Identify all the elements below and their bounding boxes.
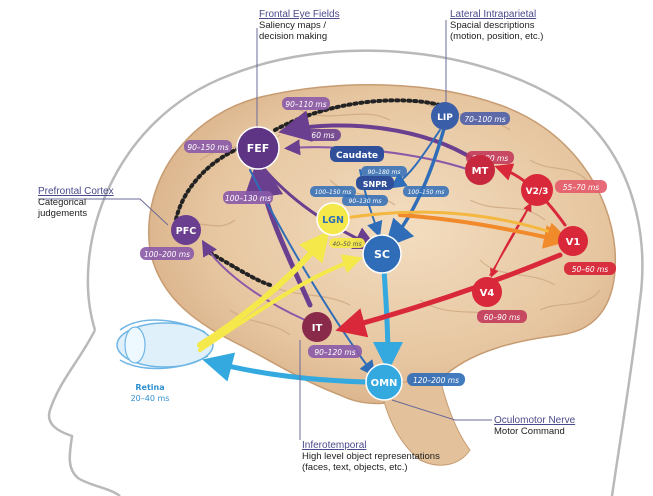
timing-v23: 55–70 ms [563, 183, 600, 192]
it-fef-arrow [243, 157, 313, 308]
timing-fef-top: 90–110 ms [285, 100, 326, 109]
timing-snpr-right: 100–150 ms [408, 189, 445, 196]
timing-fef-left: 90–150 ms [187, 143, 228, 152]
timing-lgn: 40–50 ms [332, 241, 361, 248]
node-omn: OMN [371, 378, 398, 389]
annotation-it-line2: (faces, text, objects, etc.) [302, 462, 408, 473]
annotation-it: Inferotemporal High level object represe… [302, 440, 440, 473]
annotation-fef: Frontal Eye Fields Saliency maps / decis… [259, 9, 340, 42]
mt-fef-arrow [278, 110, 477, 162]
timing-snpr-left: 90–130 ms [349, 198, 382, 205]
pfc-fef-dotted-arc [173, 146, 242, 227]
brainstem [379, 377, 471, 466]
annotation-it-line1: High level object representations [302, 451, 440, 462]
node-snpr: SNPR [363, 180, 387, 189]
it-pfc-arrow [201, 239, 306, 321]
timing-omn: 120–200 ms [413, 376, 459, 385]
timing-v1: 50–60 ms [572, 265, 609, 274]
timing-it: 90–120 ms [314, 348, 355, 357]
node-it: IT [312, 323, 323, 334]
annotation-fef-line1: Saliency maps / [259, 20, 327, 31]
annotation-pfc-line1: Categorical [38, 197, 87, 208]
timing-caudate-left: 100–150 ms [315, 189, 352, 196]
annotation-it-title: Inferotemporal [302, 440, 367, 451]
nodes [171, 102, 588, 401]
annotation-lip-line2: (motion, position, etc.) [450, 31, 544, 42]
eye [116, 319, 214, 370]
retina-timing: 20–40 ms [131, 394, 170, 403]
timing-lip: 70–100 ms [464, 115, 505, 124]
leader-lines [38, 20, 492, 440]
lgn-v1-arrow [343, 210, 566, 240]
annotation-fef-title: Frontal Eye Fields [259, 9, 340, 20]
node-fef: FEF [247, 142, 270, 155]
annotation-lip-title: Lateral Intraparietal [450, 9, 537, 20]
annotation-pfc-title: Prefrontal Cortex [38, 186, 114, 197]
v1-it-arrow [335, 252, 563, 338]
node-pfc: PFC [176, 226, 196, 237]
timing-fef-60: 60 ms [311, 131, 334, 140]
node-v1: V1 [566, 237, 581, 248]
omn-eye-arrow [202, 352, 368, 385]
retina-label: Retina [135, 383, 164, 392]
annotation-lip-line1: Spacial descriptions [450, 20, 535, 31]
annotation-lip: Lateral Intraparietal Spacial descriptio… [450, 9, 543, 42]
timing-caudate-right: 90–180 ms [368, 169, 401, 176]
annotation-omn-title: Oculomotor Nerve [494, 415, 576, 426]
node-mt: MT [472, 166, 489, 177]
sc-v1-arrow [398, 213, 568, 249]
node-v4: V4 [480, 288, 495, 299]
annotation-omn: Oculomotor Nerve Motor Command [494, 415, 575, 437]
head-outline [47, 49, 644, 496]
node-lgn: LGN [322, 215, 344, 226]
node-v23: V2/3 [526, 187, 549, 197]
node-caudate: Caudate [336, 151, 378, 161]
timing-fef-below: 100–130 ms [225, 194, 271, 203]
retina-lgn-arrow [197, 230, 330, 348]
timing-v4: 60–90 ms [484, 313, 521, 322]
node-sc: SC [374, 248, 390, 261]
annotation-fef-line2: decision making [259, 31, 328, 42]
node-lip: LIP [437, 113, 453, 123]
timing-mt: 60–80 ms [472, 154, 509, 163]
lip-caudate-arrow [390, 129, 441, 189]
annotation-pfc: Prefrontal Cortex Categorical judgements [38, 186, 114, 219]
annotation-omn-line1: Motor Command [494, 426, 565, 437]
retina-sc-arrow [198, 254, 363, 352]
annotation-pfc-line2: judgements [38, 208, 88, 219]
timing-pfc: 100–200 ms [144, 250, 190, 259]
v23-v4-arrow [490, 204, 531, 278]
